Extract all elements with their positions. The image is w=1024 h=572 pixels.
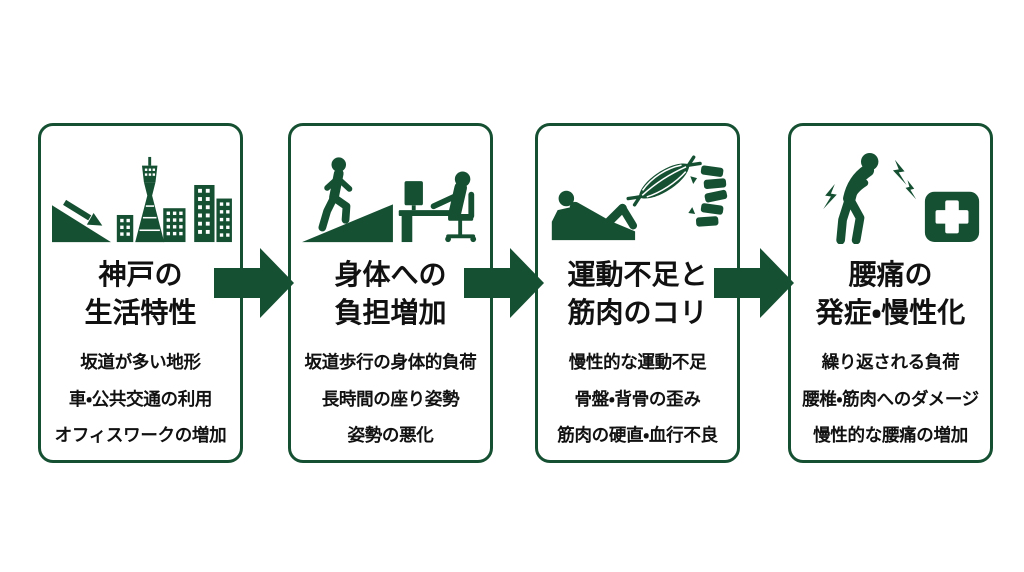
step-title-line: 筋肉のコリ xyxy=(567,297,708,328)
step-detail: 繰り返される負荷 xyxy=(821,352,960,372)
step-title-line: 生活特性 xyxy=(84,297,197,328)
desk-work-icon xyxy=(398,171,476,243)
step-detail: 慢性的な腰痛の増加 xyxy=(813,425,968,445)
spine-icon xyxy=(687,165,727,227)
step-detail: オフィスワークの増加 xyxy=(54,425,227,445)
step-detail: 慢性的な運動不足 xyxy=(568,352,707,372)
step-card-kobe-lifestyle: 神戸の 生活特性 坂道が多い地形 車・公共交通の利用 オフィスワークの増加 xyxy=(38,123,243,463)
step-4-icons xyxy=(791,150,990,244)
muscle-icon xyxy=(626,155,702,207)
flow-arrow-2 xyxy=(464,248,544,318)
step-title: 神戸の 生活特性 xyxy=(41,256,240,332)
step-detail: 腰椎・筋肉へのダメージ xyxy=(802,388,979,409)
back-pain-person-icon xyxy=(822,152,916,244)
walking-up-slope-icon xyxy=(301,157,393,243)
step-title-line: 神戸の xyxy=(98,259,183,290)
arrow-right-icon xyxy=(464,248,544,318)
step-title: 腰痛の 発症・慢性化 xyxy=(791,256,990,332)
step-title-line: 負担増加 xyxy=(334,297,447,328)
step-card-physical-burden: 身体への 負担増加 坂道歩行の身体的負荷 長時間の座り姿勢 姿勢の悪化 xyxy=(288,123,493,463)
step-details: 坂道が多い地形 車・公共交通の利用 オフィスワークの増加 xyxy=(41,344,240,454)
step-title-line: 腰痛の xyxy=(848,259,933,290)
step-card-back-pain: 腰痛の 発症・慢性化 繰り返される負荷 腰椎・筋肉へのダメージ 慢性的な腰痛の増… xyxy=(788,123,993,463)
step-title-line: 運動不足と xyxy=(567,259,708,290)
step-detail: 車・公共交通の利用 xyxy=(68,388,213,409)
kobe-port-tower-icon xyxy=(116,156,185,243)
arrow-right-icon xyxy=(714,248,794,318)
step-title: 運動不足と 筋肉のコリ xyxy=(538,256,737,332)
reclining-person-icon xyxy=(551,190,637,241)
step-card-inactivity-stiffness: 運動不足と 筋肉のコリ 慢性的な運動不足 骨盤・背骨の歪み 筋肉の硬直・血行不良 xyxy=(535,123,740,463)
step-2-icons xyxy=(291,150,490,244)
step-details: 繰り返される負荷 腰椎・筋肉へのダメージ 慢性的な腰痛の増加 xyxy=(791,344,990,454)
step-title-line: 発症・慢性化 xyxy=(815,297,966,328)
step-detail: 坂道歩行の身体的負荷 xyxy=(304,352,477,372)
flow-arrow-1 xyxy=(214,248,294,318)
step-3-icons xyxy=(538,150,737,244)
step-detail: 姿勢の悪化 xyxy=(347,425,434,445)
step-detail: 長時間の座り姿勢 xyxy=(321,388,460,409)
step-detail: 坂道が多い地形 xyxy=(80,352,201,372)
first-aid-kit-icon xyxy=(924,191,979,243)
step-title: 身体への 負担増加 xyxy=(291,256,490,332)
flow-arrow-3 xyxy=(714,248,794,318)
step-title-line: 身体への xyxy=(334,259,447,290)
step-details: 坂道歩行の身体的負荷 長時間の座り姿勢 姿勢の悪化 xyxy=(291,344,490,454)
step-details: 慢性的な運動不足 骨盤・背骨の歪み 筋肉の硬直・血行不良 xyxy=(538,344,737,454)
arrow-right-icon xyxy=(214,248,294,318)
step-detail: 骨盤・背骨の歪み xyxy=(574,388,701,409)
downhill-slope-icon xyxy=(51,199,111,243)
office-buildings-icon xyxy=(193,184,232,243)
step-detail: 筋肉の硬直・血行不良 xyxy=(557,425,718,445)
step-1-icons xyxy=(41,150,240,244)
